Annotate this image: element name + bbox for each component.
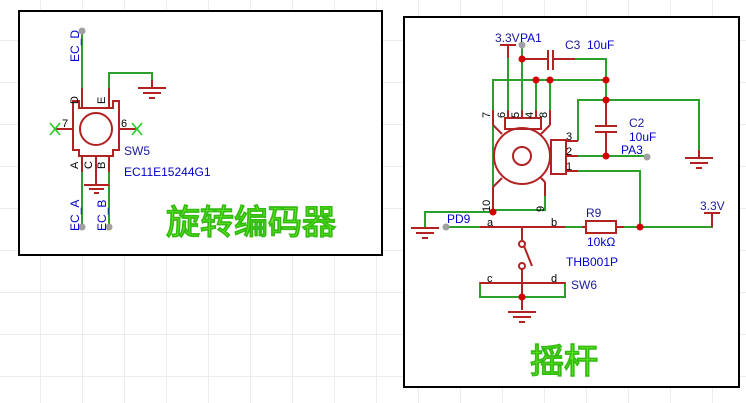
ground-icon [411, 227, 439, 239]
no-connect-icon [131, 122, 143, 136]
capacitor-c2[interactable] [595, 100, 617, 156]
pin-label-a: A [69, 161, 81, 169]
ground-icon [685, 150, 713, 169]
pin-label-7: 7 [481, 112, 493, 118]
ground-icon [508, 311, 536, 323]
no-connect-icon [49, 122, 61, 136]
net-port-ec-d[interactable] [78, 27, 86, 35]
joystick-title: 摇杆 [530, 342, 598, 382]
switch-contact [518, 240, 526, 248]
wire-gnd-left[interactable] [424, 211, 493, 227]
pin-label-3: 3 [566, 131, 572, 143]
pin-label-c: c [487, 273, 493, 285]
pin-label-b: B [96, 162, 108, 169]
pin-label-d: D [69, 96, 81, 104]
component-ref-sw6: SW6 [571, 278, 597, 292]
pin-label-d: d [551, 273, 557, 285]
pin-label-5: 5 [510, 112, 522, 118]
junction-dots [489, 55, 644, 301]
wire-c2-top[interactable] [577, 99, 700, 150]
pin-label-6: 6 [121, 118, 127, 130]
net-label-pd9: PD9 [447, 212, 471, 226]
net-port-ec-a[interactable] [78, 223, 86, 231]
joystick-side-connector [550, 139, 567, 175]
encoder-knob [79, 112, 113, 146]
pin-label-1: 1 [566, 161, 572, 173]
wire-pin1[interactable] [568, 170, 641, 227]
capacitor-ref-c3: C3 [565, 38, 581, 52]
wire-pins-10-9[interactable] [493, 196, 546, 211]
pin-label-4: 4 [524, 112, 536, 118]
net-label-ec-a: EC_A [68, 200, 82, 231]
capacitor-ref-c2: C2 [629, 116, 645, 130]
pin-label-b: b [551, 217, 557, 229]
pin-label-2: 2 [566, 146, 572, 158]
switch-sw6[interactable] [480, 226, 565, 310]
resistor-r9[interactable] [582, 220, 624, 234]
pin-label-6: 6 [496, 112, 508, 118]
resistor-value-r9: 10kΩ [587, 235, 615, 249]
power-3v3-icon [500, 44, 516, 58]
joystick-stick [512, 146, 532, 166]
net-label-3v3-right: 3.3V [700, 199, 725, 213]
net-label-pa1: PA1 [520, 31, 542, 45]
pin-label-10: 10 [481, 200, 493, 212]
component-value-sw5: EC11E15244G1 [124, 165, 211, 179]
component-ref-sw5: SW5 [124, 144, 150, 158]
power-3v3-icon [704, 212, 720, 227]
pin-label-e: E [96, 97, 108, 104]
joystick-thb001p[interactable] [492, 110, 578, 210]
wire-gnd-rail[interactable] [492, 79, 606, 210]
net-label-pa3: PA3 [621, 143, 643, 157]
resistor-ref-r9: R9 [586, 206, 602, 220]
capacitor-value-c3: 10uF [587, 38, 614, 52]
ground-icon [84, 184, 109, 194]
net-port-pa3[interactable] [643, 153, 651, 161]
net-label-ec-b: EC_B [95, 200, 109, 231]
pin-label-c: C [83, 161, 95, 169]
encoder-title: 旋转编码器 [166, 203, 337, 243]
component-value-sw6: THB001P [566, 255, 618, 269]
capacitor-value-c2: 10uF [629, 130, 656, 144]
switch-lever [523, 245, 533, 267]
net-label-3v3-top: 3.3V [495, 31, 520, 45]
pin-label-a: a [487, 217, 494, 229]
joystick-frame [403, 16, 740, 388]
encoder-sw5[interactable] [56, 88, 136, 185]
net-port-pa1[interactable] [518, 41, 526, 49]
net-port-pd9[interactable] [442, 223, 450, 231]
pin-label-9: 9 [535, 206, 547, 212]
capacitor-c3[interactable] [522, 50, 575, 70]
encoder-body [72, 100, 120, 157]
net-label-ec-d: EC_D [68, 30, 82, 62]
switch-contact [518, 262, 526, 270]
pin-label-8: 8 [538, 112, 550, 118]
pin-label-7: 7 [62, 118, 68, 130]
ground-icon [138, 80, 166, 99]
net-port-ec-b[interactable] [105, 223, 113, 231]
